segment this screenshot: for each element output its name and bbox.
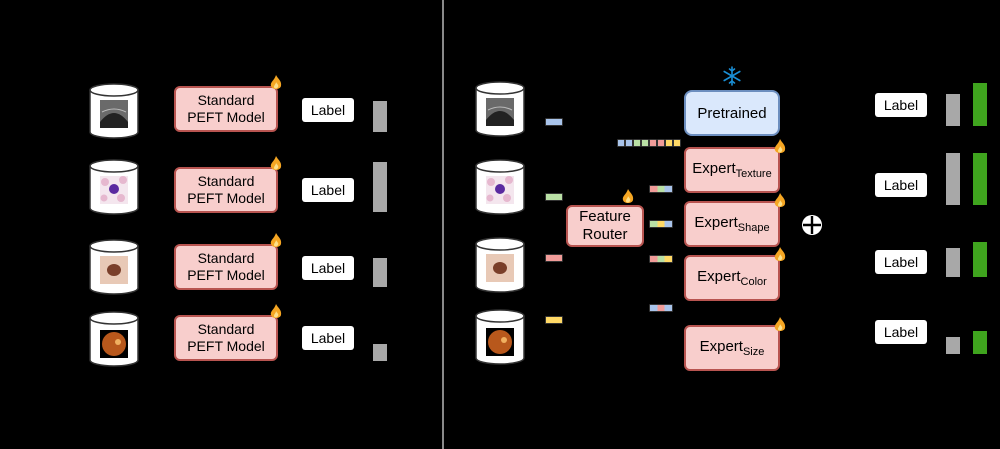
cylinder-icon [475, 309, 525, 365]
expert-word: Expert [699, 338, 743, 355]
output-label: Label [875, 250, 927, 274]
expert-shape-box: ExpertShape [684, 201, 780, 247]
feature-token [545, 254, 563, 262]
fire-icon [774, 193, 786, 207]
prediction-bar-green [973, 153, 987, 205]
cylinder-icon [475, 237, 525, 293]
pretrained-box: Pretrained [684, 90, 780, 136]
peft-model-label: PEFT Model [187, 190, 265, 206]
fire-icon [622, 189, 634, 203]
expert-size-box: ExpertSize [684, 325, 780, 371]
panel-divider [442, 0, 444, 449]
feature-token [649, 304, 673, 312]
prediction-bar [373, 344, 387, 361]
expert-word: Expert [697, 268, 741, 285]
peft-model-label: Standard [197, 321, 255, 337]
feature-token [649, 220, 673, 228]
output-label: Label [302, 98, 354, 122]
prediction-bar [373, 258, 387, 287]
fire-icon [270, 304, 282, 318]
prediction-bar-green [973, 242, 987, 277]
output-label: Label [302, 256, 354, 280]
expert-subscript: Texture [735, 168, 772, 180]
feature-token [649, 255, 673, 263]
expert-color-box: ExpertColor [684, 255, 780, 301]
output-label: Label [302, 326, 354, 350]
expert-word: Expert [692, 160, 736, 177]
router-label: Feature [579, 208, 631, 225]
router-label: Router [582, 226, 628, 243]
cylinder-icon [89, 159, 139, 215]
prediction-bar-green [973, 83, 987, 126]
expert-subscript: Color [740, 276, 767, 288]
prediction-bar [373, 162, 387, 212]
fire-icon [270, 233, 282, 247]
fire-icon [774, 139, 786, 153]
cylinder-icon [475, 159, 525, 215]
fire-icon [774, 317, 786, 331]
output-label: Label [875, 320, 927, 344]
prediction-bar-green [973, 331, 987, 354]
feature-token [545, 316, 563, 324]
expert-word: Expert [694, 214, 738, 231]
feature-token [649, 185, 673, 193]
output-label: Label [302, 178, 354, 202]
prediction-bar [946, 153, 960, 205]
peft-model-label: Standard [197, 92, 255, 108]
fire-icon [270, 156, 282, 170]
prediction-bar [946, 94, 960, 126]
prediction-bar [946, 248, 960, 277]
expert-subscript: Shape [737, 222, 770, 234]
cylinder-icon [89, 83, 139, 139]
peft-model-label: Standard [197, 250, 255, 266]
fire-icon [270, 75, 282, 89]
peft-model-label: PEFT Model [187, 267, 265, 283]
peft-model-label: Standard [197, 173, 255, 189]
snowflake-icon [723, 66, 741, 86]
feature-token [545, 118, 563, 126]
peft-model-label: PEFT Model [187, 109, 265, 125]
expert-texture-box: ExpertTexture [684, 147, 780, 193]
plus-circle-icon [802, 215, 822, 235]
cylinder-icon [475, 81, 525, 137]
feature-token [545, 193, 563, 201]
fire-icon [774, 247, 786, 261]
output-label: Label [875, 173, 927, 197]
prediction-bar [373, 101, 387, 132]
prediction-bar [946, 337, 960, 354]
token-sequence [617, 139, 681, 147]
cylinder-icon [89, 311, 139, 367]
expert-subscript: Size [742, 346, 765, 358]
peft-model-label: PEFT Model [187, 338, 265, 354]
cylinder-icon [89, 239, 139, 295]
output-label: Label [875, 93, 927, 117]
